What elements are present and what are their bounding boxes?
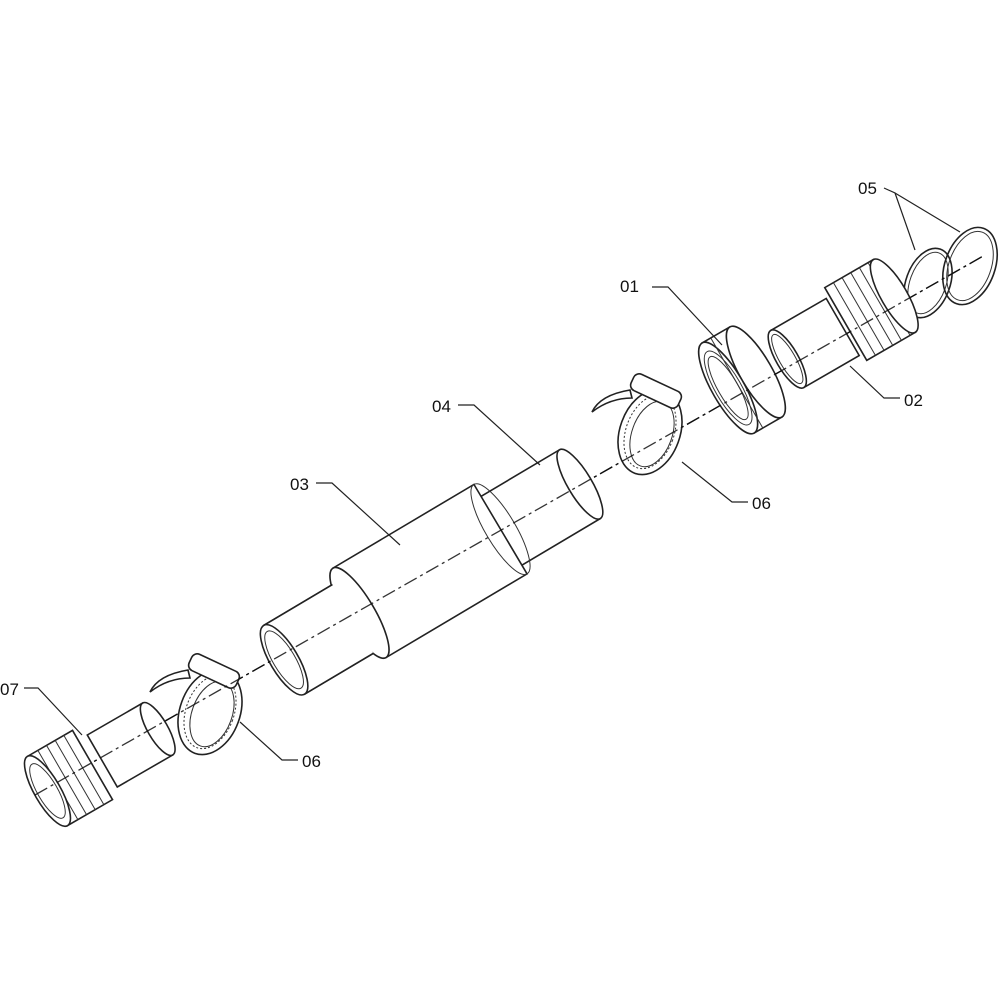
label-06-right: 06 [752, 494, 771, 513]
part-06-hose-clamp-left [149, 653, 243, 756]
center-axis-overlay [34, 254, 986, 796]
label-05: 05 [858, 179, 877, 198]
part-06-hose-clamp-right [591, 373, 683, 476]
part-02-fitting [767, 258, 919, 389]
part-01-union-nut [697, 325, 787, 435]
label-07: 07 [0, 680, 19, 699]
label-04: 04 [432, 397, 451, 416]
label-02: 02 [904, 391, 923, 410]
part-07-fitting [23, 701, 176, 828]
label-06-left: 06 [302, 752, 321, 771]
label-01: 01 [620, 277, 639, 296]
part-05-o-rings [903, 226, 998, 319]
label-03: 03 [290, 475, 309, 494]
leader-lines [24, 187, 961, 761]
